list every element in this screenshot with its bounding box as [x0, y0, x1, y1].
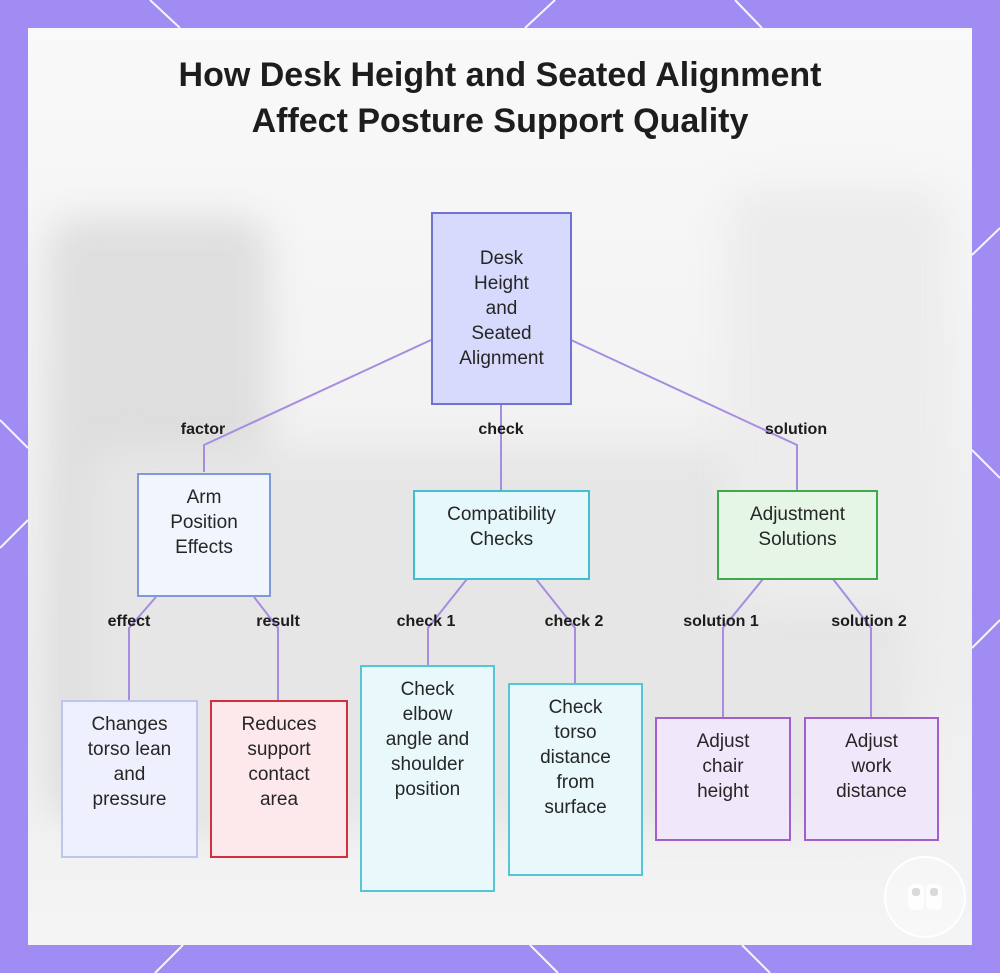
- diagram-title: How Desk Height and Seated Alignment Aff…: [178, 56, 822, 140]
- edge-label-factor: factor: [180, 421, 226, 438]
- edge-check1-line: [427, 578, 468, 665]
- torso-lean-node: Changes torso lean and pressure: [61, 700, 198, 858]
- adjustment-node: Adjustment Solutions: [717, 490, 878, 580]
- edge-result-line: [253, 596, 279, 700]
- edge-label-effect: effect: [107, 613, 151, 630]
- edge-label-check: check: [478, 421, 524, 438]
- edge-factor-line: [203, 339, 432, 472]
- compatibility-node: Compatibility Checks: [413, 490, 590, 580]
- work-distance-node: Adjust work distance: [804, 717, 939, 841]
- brand-logo-icon: [884, 856, 966, 938]
- reduces-contact-node: Reduces support contact area: [210, 700, 348, 858]
- edge-label-check-2: check 2: [544, 613, 604, 630]
- chair-height-node: Adjust chair height: [655, 717, 791, 841]
- edge-solution2-line: [832, 578, 872, 717]
- edge-label-result: result: [256, 613, 300, 630]
- edge-label-check-1: check 1: [396, 613, 456, 630]
- edge-effect-line: [128, 596, 157, 700]
- edge-solution1-line: [722, 578, 764, 717]
- edge-label-solution-1: solution 1: [683, 613, 759, 630]
- root-node: Desk Height and Seated Alignment: [431, 212, 572, 405]
- arm-position-node: Arm Position Effects: [137, 473, 271, 597]
- torso-distance-node: Check torso distance from surface: [508, 683, 643, 876]
- edge-check2-line: [535, 578, 576, 683]
- edge-label-solution-2: solution 2: [831, 613, 907, 630]
- elbow-angle-node: Check elbow angle and shoulder position: [360, 665, 495, 892]
- edge-solution-line: [570, 339, 798, 490]
- edge-label-solution: solution: [764, 421, 828, 438]
